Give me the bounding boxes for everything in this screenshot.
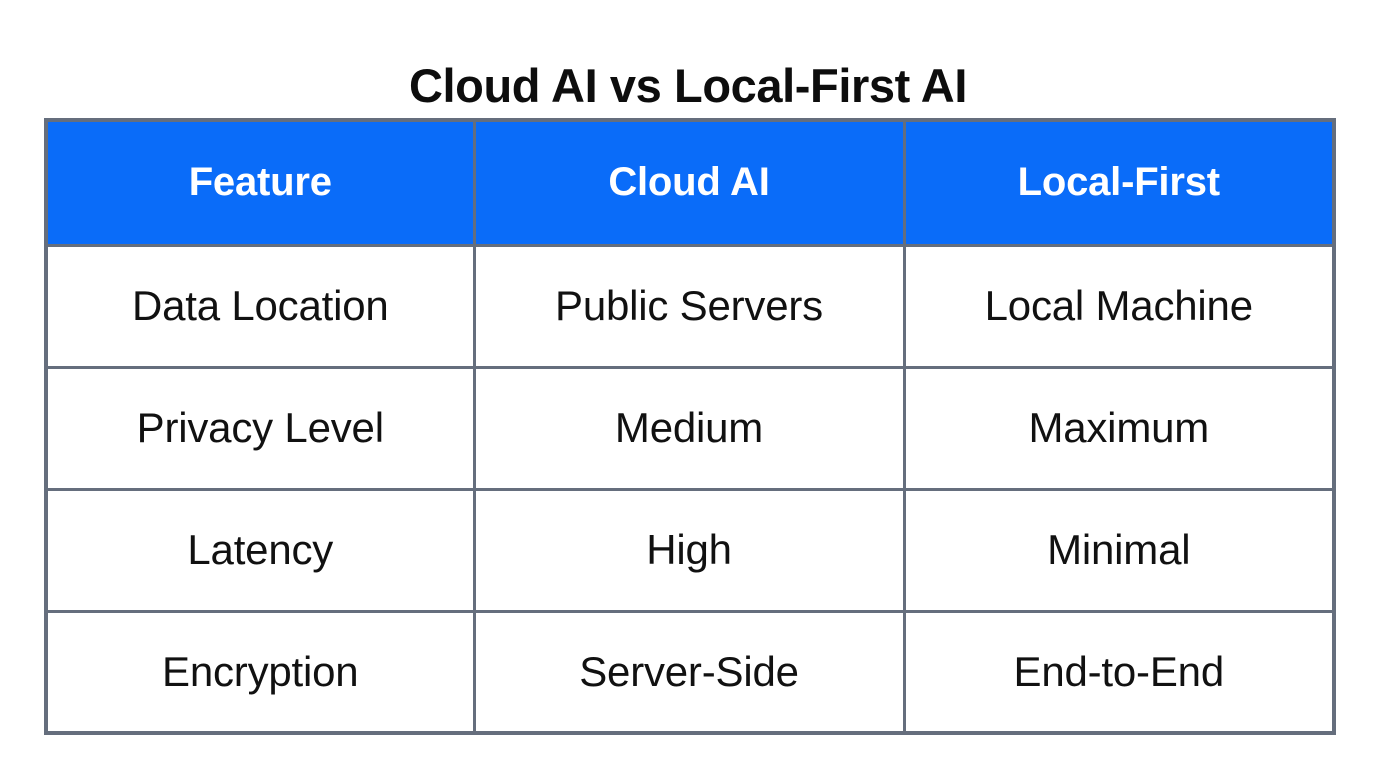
cell-local-first: Maximum bbox=[902, 365, 1336, 491]
cell-cloud-ai: High bbox=[472, 487, 906, 613]
cell-cloud-ai: Server-Side bbox=[472, 609, 906, 735]
cell-feature: Latency bbox=[44, 487, 476, 613]
table-row: Privacy Level Medium Maximum bbox=[44, 365, 1336, 491]
cell-cloud-ai: Public Servers bbox=[472, 243, 906, 369]
column-header-cloud-ai: Cloud AI bbox=[472, 118, 906, 247]
table-body: Data Location Public Servers Local Machi… bbox=[44, 243, 1336, 735]
cell-feature: Data Location bbox=[44, 243, 476, 369]
table-header-row: Feature Cloud AI Local-First bbox=[44, 118, 1336, 247]
cell-feature: Encryption bbox=[44, 609, 476, 735]
cell-local-first: Minimal bbox=[902, 487, 1336, 613]
comparison-table-container: Feature Cloud AI Local-First Data Locati… bbox=[44, 118, 1336, 735]
page-title: Cloud AI vs Local-First AI bbox=[408, 59, 967, 113]
table-row: Encryption Server-Side End-to-End bbox=[44, 609, 1336, 735]
cell-local-first: Local Machine bbox=[902, 243, 1336, 369]
column-header-local-first: Local-First bbox=[902, 118, 1336, 247]
cell-local-first: End-to-End bbox=[902, 609, 1336, 735]
cell-feature: Privacy Level bbox=[44, 365, 476, 491]
comparison-table: Feature Cloud AI Local-First Data Locati… bbox=[44, 118, 1336, 735]
table-row: Latency High Minimal bbox=[44, 487, 1336, 613]
column-header-feature: Feature bbox=[44, 118, 476, 247]
table-header: Feature Cloud AI Local-First bbox=[44, 118, 1336, 247]
cell-cloud-ai: Medium bbox=[472, 365, 906, 491]
table-row: Data Location Public Servers Local Machi… bbox=[44, 243, 1336, 369]
